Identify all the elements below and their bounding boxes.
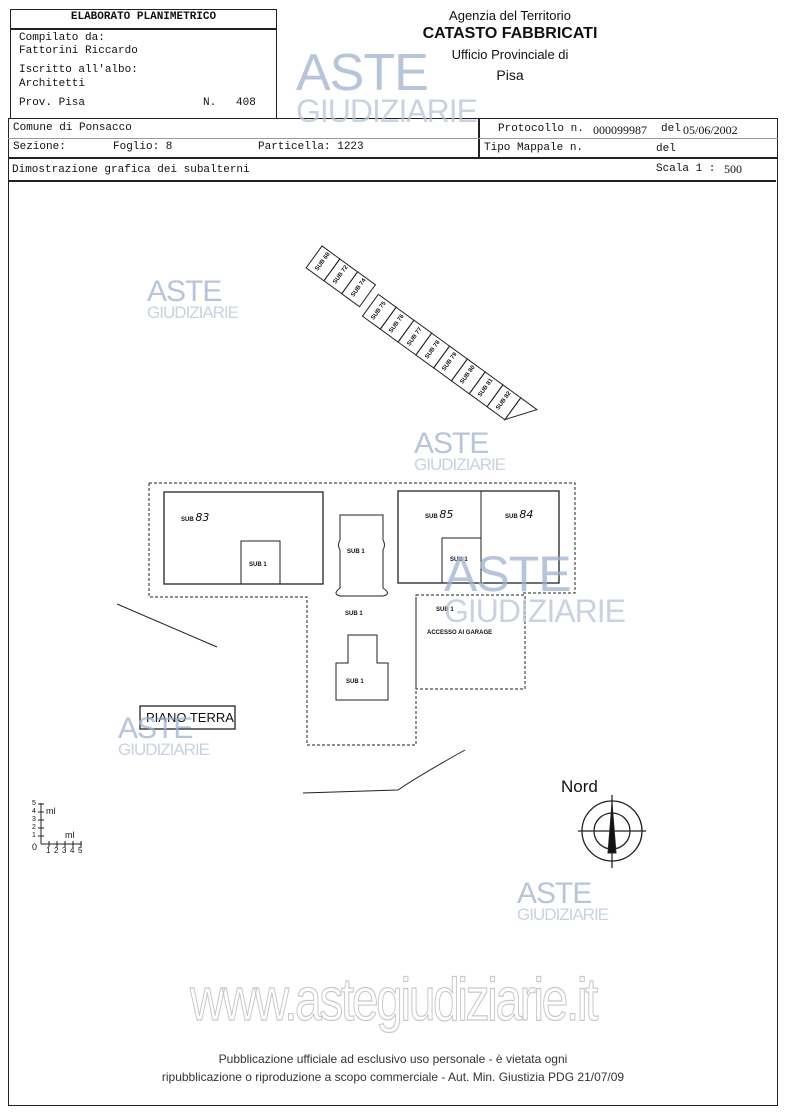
north-arrow-icon (578, 795, 646, 868)
north-label: Nord (561, 777, 598, 796)
compilato-label: Compilato da: (19, 32, 105, 44)
header-box (10, 9, 277, 119)
foglio: Foglio: 8 (113, 141, 173, 153)
unit-83 (163, 491, 324, 585)
scale-unit-vertical: ml (46, 806, 56, 816)
sub-1-label: SUB 1 (345, 611, 363, 617)
del2-label: del (656, 143, 676, 155)
legal-notice-line1: Pubblicazione ufficiale ad esclusivo uso… (218, 1052, 568, 1066)
sub-1-label: SUB 1 (249, 562, 267, 568)
ufficio: Ufficio Provinciale di (451, 47, 569, 62)
compilato-value: Fattorini Riccardo (19, 45, 138, 57)
sezione: Sezione: (13, 141, 66, 153)
unit-1c (441, 537, 482, 584)
divider (8, 157, 778, 159)
floor-label-box (139, 705, 236, 730)
particella: Particella: 1223 (258, 141, 364, 153)
agency-name: Agenzia del Territorio (449, 8, 571, 23)
unit-1d (335, 634, 389, 701)
prov: Prov. Pisa (19, 97, 86, 109)
iscritto-label: Iscritto all'albo: (19, 64, 138, 76)
sub-84-label: SUB 84 (505, 508, 534, 521)
sub-1-label: SUB 1 (436, 607, 454, 613)
road-curve (302, 749, 466, 794)
scala-label: Scala 1 : (656, 163, 716, 175)
garage-unit (341, 271, 377, 308)
unit-1b (335, 514, 388, 597)
page-border (8, 118, 778, 1106)
n-value: 408 (236, 97, 256, 109)
garage-access-label: ACCESSO AI GARAGE (427, 630, 493, 636)
divider (10, 28, 277, 30)
n-label: N. (203, 97, 217, 109)
sub-83-label: SUB 83 (181, 511, 210, 524)
protocollo-label: Protocollo n. (498, 123, 584, 135)
unit-1a (240, 540, 281, 585)
garage-strip-end (503, 397, 539, 421)
divider (8, 138, 778, 139)
courtyard-boundary (148, 482, 576, 746)
scala-value: 500 (724, 162, 742, 176)
road-line (116, 603, 218, 648)
document-title: ELABORATO PLANIMETRICO (70, 11, 217, 23)
floor-label: PIANO TERRA (146, 710, 234, 725)
sub-1-label: SUB 1 (346, 679, 364, 685)
scale-zero: 0 (32, 842, 38, 852)
watermark-url: www.astegiudiziarie.it (189, 965, 598, 1033)
sub-85-label: SUB 85 (425, 508, 454, 521)
del-value: 05/06/2002 (683, 123, 738, 137)
provincia: Pisa (496, 67, 524, 83)
sub-1-label: SUB 1 (450, 557, 468, 563)
iscritto-value: Architetti (19, 78, 86, 90)
garage-access (415, 594, 526, 690)
legal-notice-line2: ripubblicazione o riproduzione a scopo c… (161, 1070, 625, 1084)
sub-1-label: SUB 1 (347, 549, 365, 555)
del-label: del (661, 123, 681, 135)
tipo-mappale: Tipo Mappale n. (484, 142, 584, 154)
garage-strip (305, 245, 539, 421)
dimostrazione: Dimostrazione grafica dei subalterni (12, 164, 250, 176)
divider (8, 180, 776, 182)
scale-bar (38, 803, 82, 847)
comune: Comune di Ponsacco (13, 122, 132, 134)
protocollo-value: 000099987 (593, 123, 647, 137)
scale-unit-horizontal: ml (65, 830, 75, 840)
catasto-title: CATASTO FABBRICATI (422, 25, 598, 42)
